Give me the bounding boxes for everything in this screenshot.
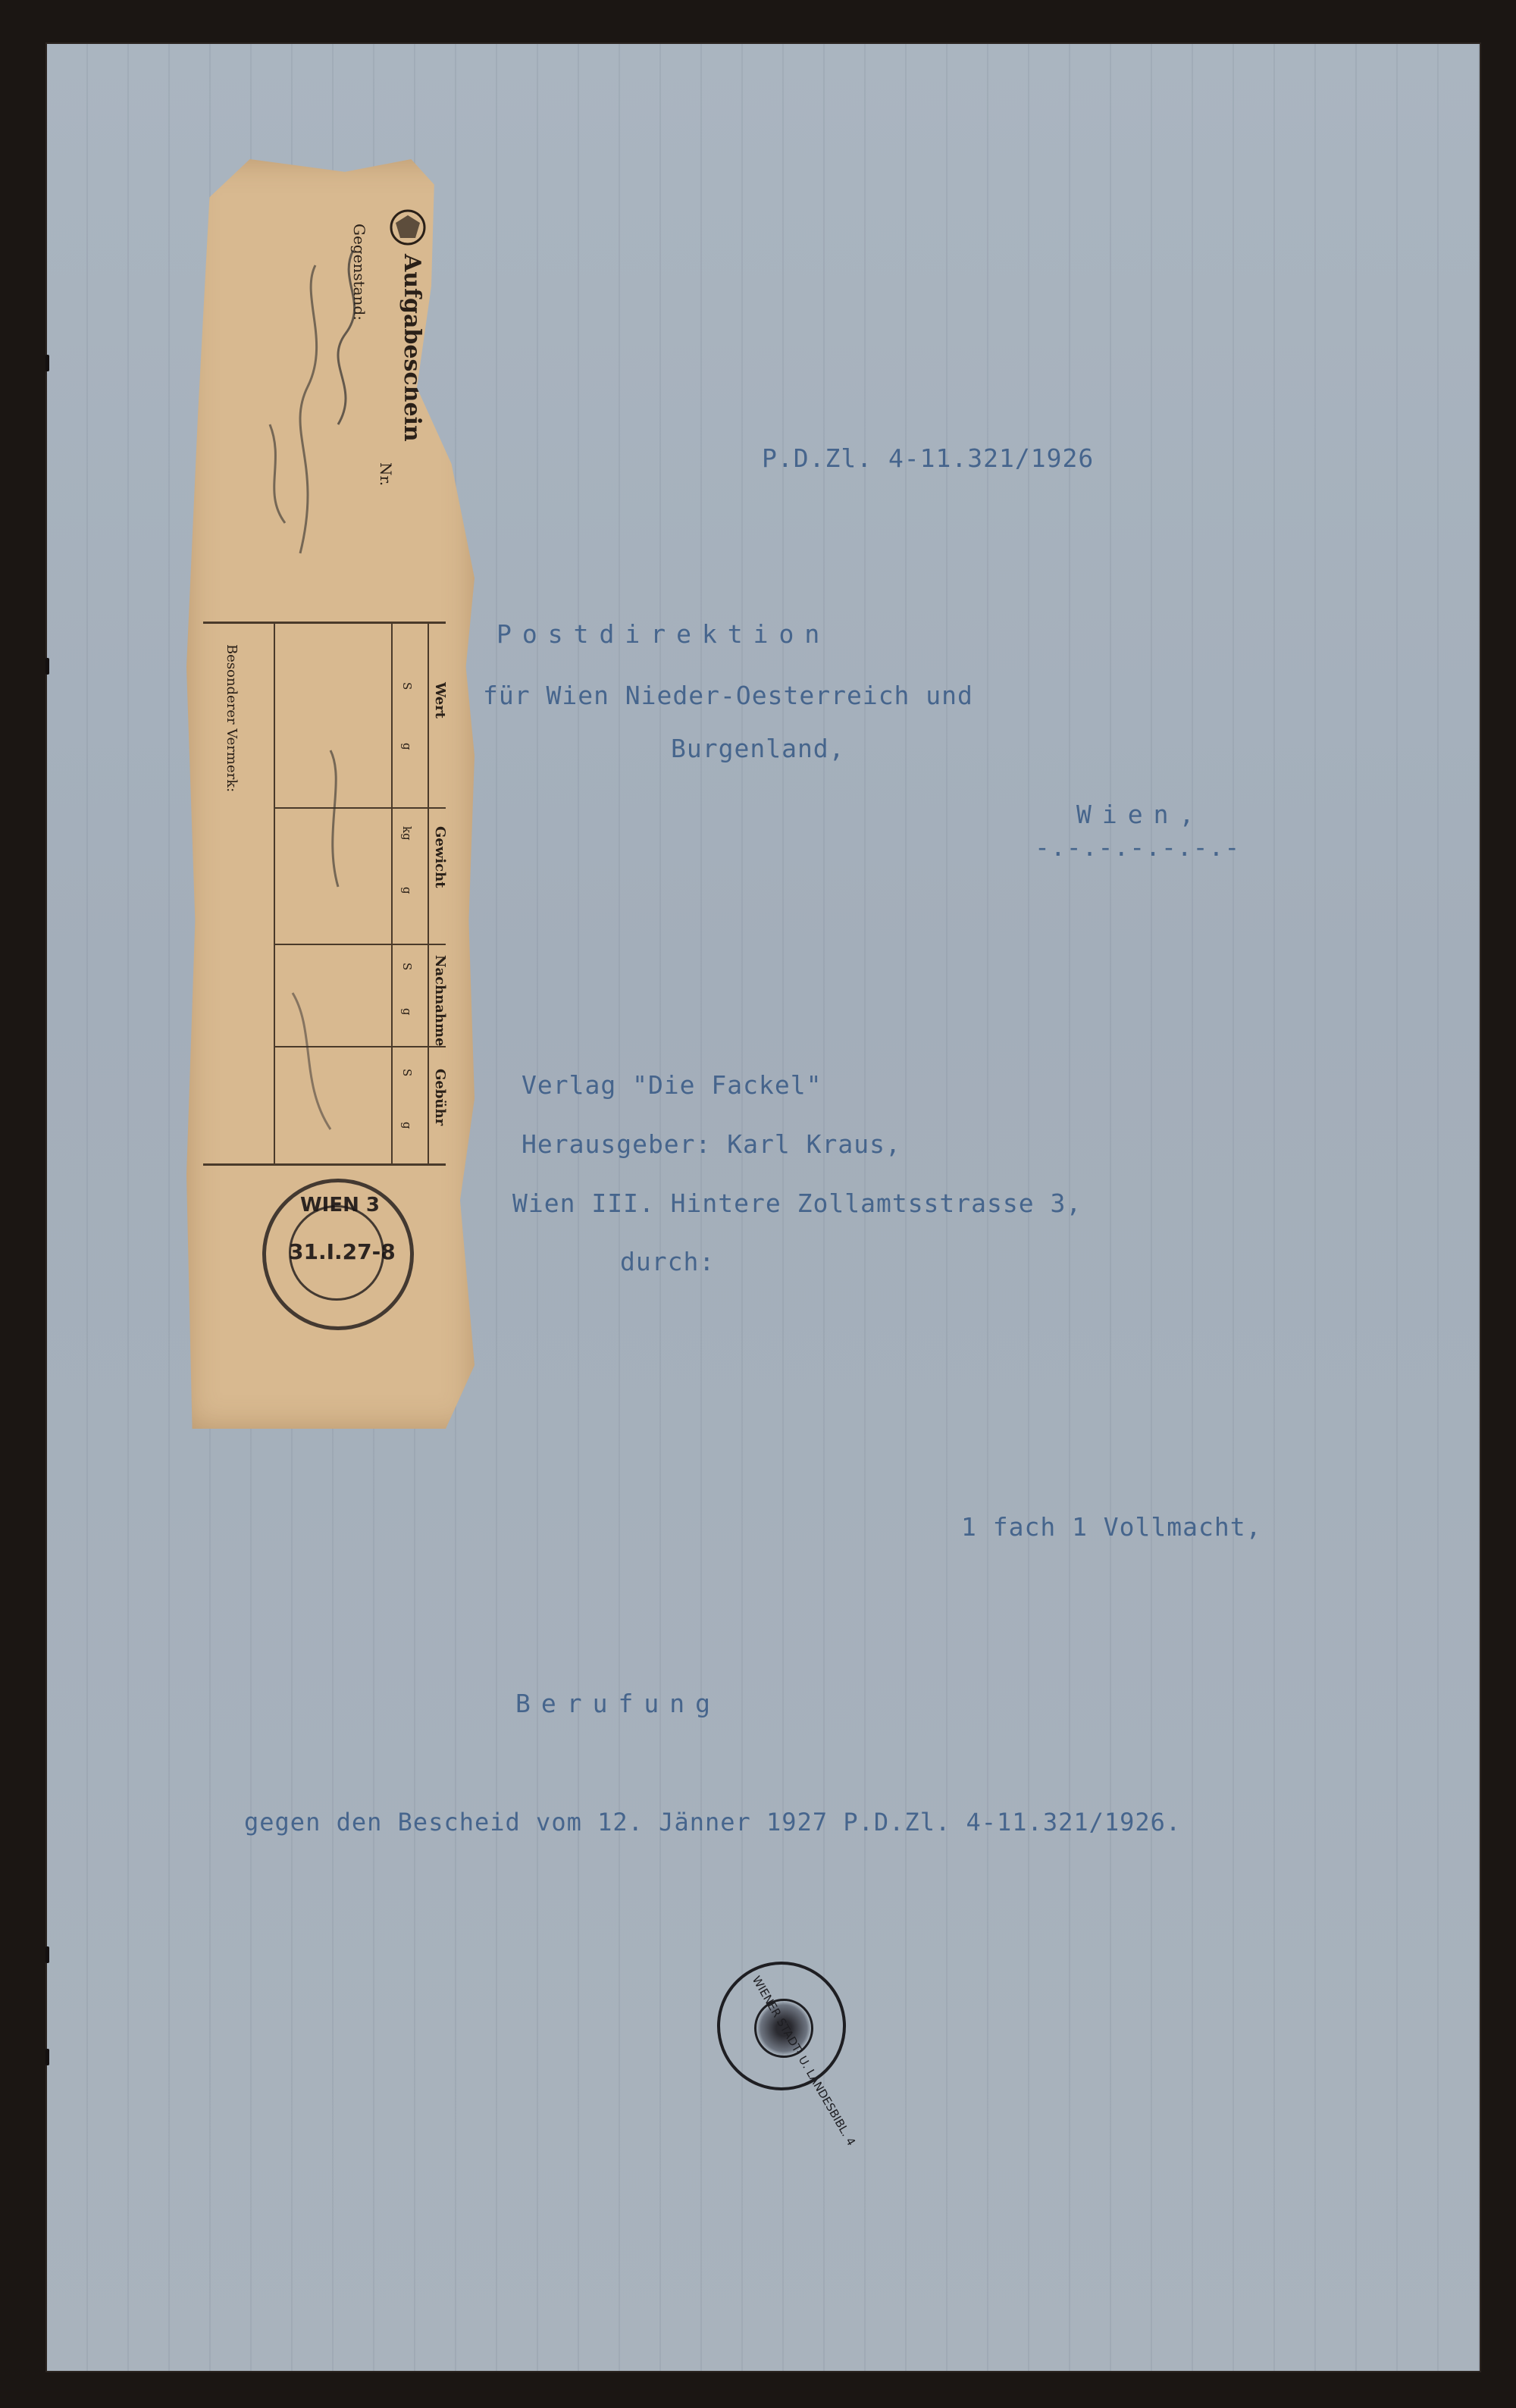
receipt-grid-line: [203, 1163, 446, 1166]
sender-region-2: Burgenland,: [671, 734, 845, 763]
sender-name: Postdirektion: [496, 619, 831, 649]
punch-hole: [45, 658, 49, 675]
reference-number: P.D.Zl. 4-11.321/1926: [762, 443, 1095, 473]
enclosure: 1 fach 1 Vollmacht,: [961, 1512, 1262, 1542]
punch-hole: [45, 2049, 49, 2065]
column-value: Wert: [432, 682, 448, 719]
receipt-grid-line: [274, 622, 275, 1163]
column-cod: Nachnahme: [432, 955, 448, 1047]
eagle-seal-icon: [754, 1999, 813, 2058]
heading: Berufung: [515, 1689, 721, 1718]
punch-hole: [45, 1946, 49, 1963]
receipt-grid-line: [274, 944, 446, 945]
library-stamp: WIENER STADT- U. LANDESBIBL. 4: [717, 1962, 858, 2148]
receipt-grid-line: [274, 807, 446, 809]
receipt-grid-line: [274, 1046, 446, 1047]
recipient-editor: Herausgeber: Karl Kraus,: [522, 1129, 901, 1159]
column-fee: Gebühr: [432, 1069, 448, 1126]
sender-region: für Wien Nieder-Oesterreich und: [483, 681, 973, 710]
handwriting-marks: [268, 249, 356, 1130]
punch-hole: [45, 355, 49, 371]
subject-line: gegen den Bescheid vom 12. Jänner 1927 P…: [244, 1808, 1182, 1837]
eagle-emblem-icon: [390, 209, 426, 246]
place-underline: -.-.-.-.-.-.-: [1035, 832, 1241, 862]
postmark: [262, 1179, 414, 1330]
postmark-inner: [289, 1205, 384, 1301]
postmark-date: 31.I.27-8: [289, 1239, 396, 1264]
receipt-grid-line: [203, 622, 446, 624]
receipt-grid-line: [428, 622, 429, 1163]
receipt-grid-line: [391, 622, 393, 1163]
recipient-via: durch:: [620, 1247, 716, 1276]
recipient-address: Wien III. Hintere Zollamtsstrasse 3,: [512, 1188, 1082, 1218]
postmark-city: WIEN 3: [300, 1194, 381, 1217]
place: Wien,: [1076, 800, 1205, 829]
recipient-publisher: Verlag "Die Fackel": [522, 1070, 822, 1100]
column-weight: Gewicht: [432, 826, 448, 888]
